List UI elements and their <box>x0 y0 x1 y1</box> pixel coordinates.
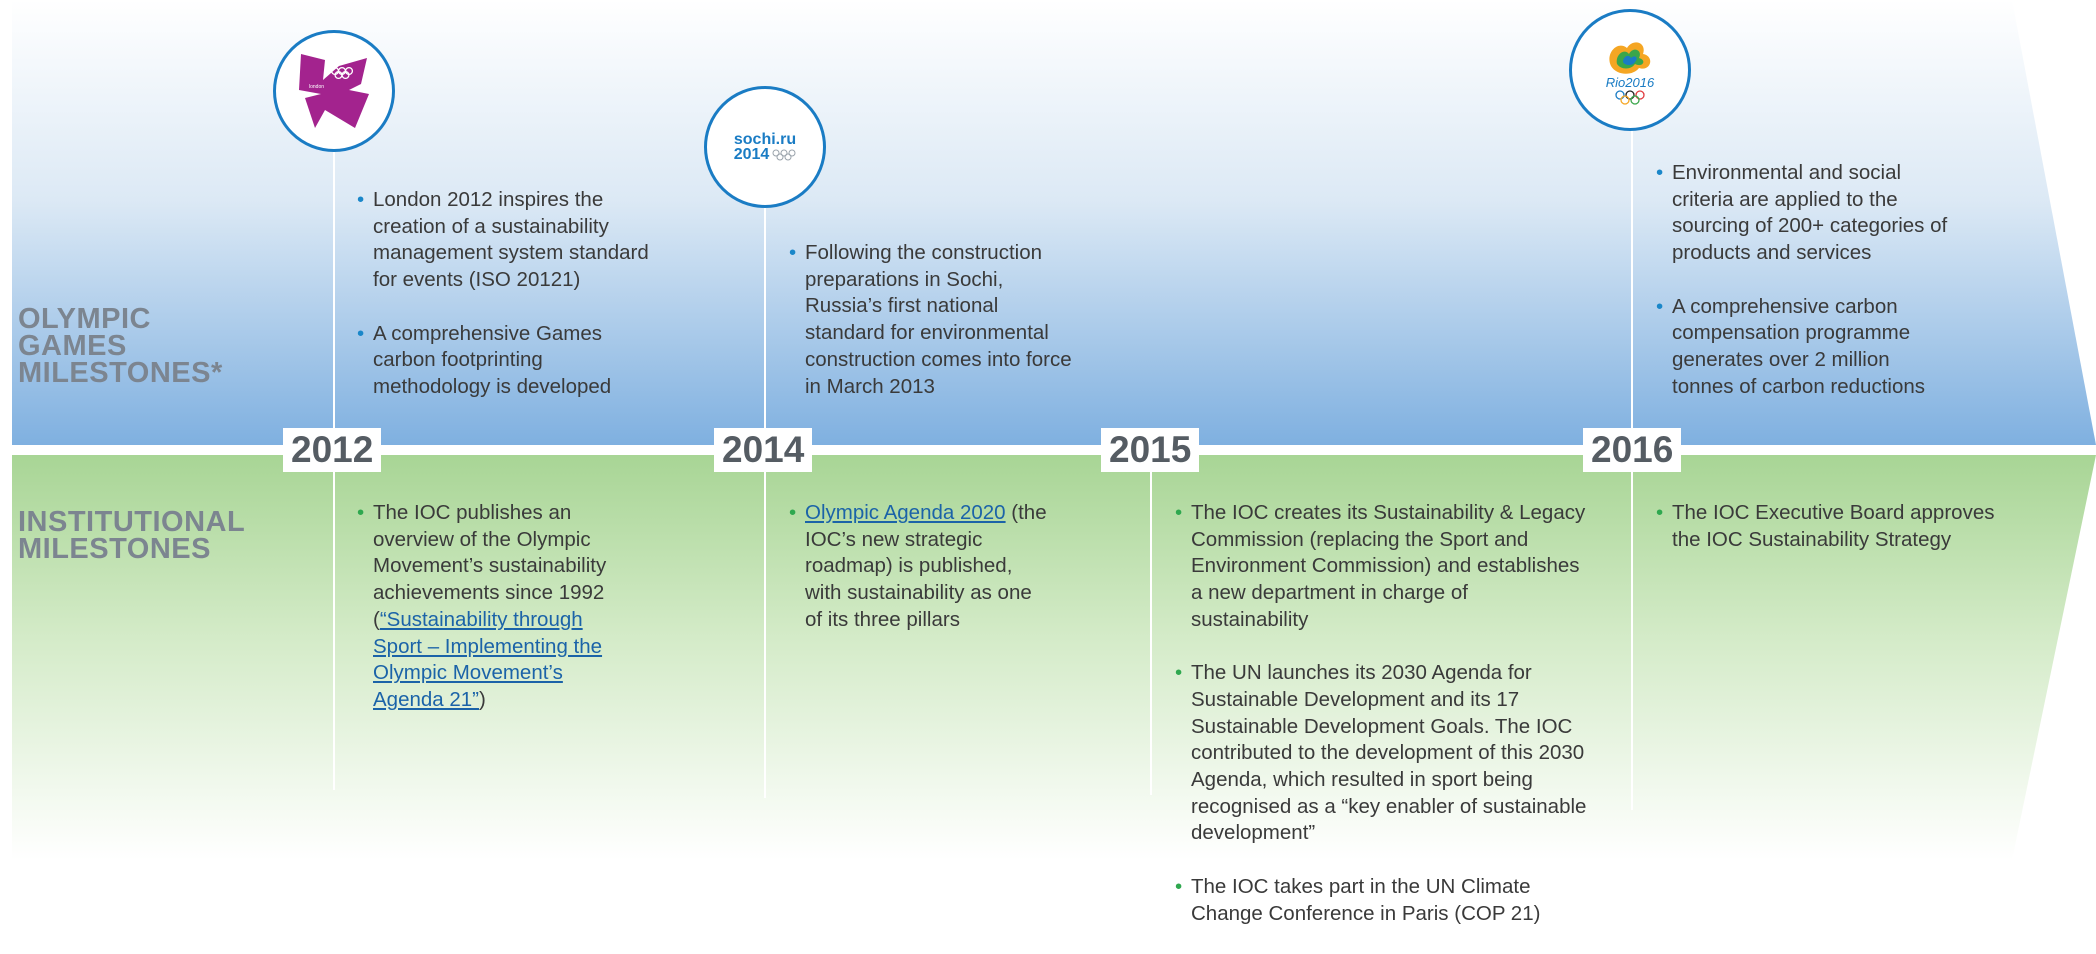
year-2016: 2016 <box>1583 428 1682 472</box>
london-2012-logo: london <box>273 30 395 152</box>
band-separator <box>12 445 2096 455</box>
year-2012: 2012 <box>283 428 382 472</box>
list-item: The IOC creates its Sustainability & Leg… <box>1175 500 1587 634</box>
svg-text:london: london <box>309 84 324 90</box>
sustainability-through-sport-link[interactable]: “Sustainability through Sport – Implemen… <box>373 607 603 711</box>
olympic-rings-icon <box>1615 89 1645 105</box>
item-text: The IOC publishes an overview of the Oly… <box>373 501 607 631</box>
sochi-year: 2014 <box>733 146 770 163</box>
row-label-line: MILESTONES <box>18 533 211 565</box>
olympic-rings-icon <box>772 149 796 160</box>
list-item: The UN launches its 2030 Agenda for Sust… <box>1175 660 1587 847</box>
list-item: London 2012 inspires the creation of a s… <box>357 187 657 294</box>
row-label-line: OLYMPIC <box>18 303 151 335</box>
item-text: ) <box>479 687 486 711</box>
olympic-agenda-2020-link[interactable]: Olympic Agenda 2020 <box>805 501 1006 524</box>
row-label-line: MILESTONES* <box>18 357 223 389</box>
list-item: The IOC publishes an overview of the Oly… <box>357 500 627 714</box>
divider-2015 <box>1150 445 1152 795</box>
olympic-row-label: OLYMPIC GAMES MILESTONES* <box>18 303 223 389</box>
rio-wordmark: Rio2016 <box>1605 74 1655 90</box>
item-text: (the IOC’s new strategic roadmap) is pub… <box>805 501 1047 631</box>
list-item: The IOC Executive Board approves the IOC… <box>1656 500 2016 553</box>
list-item: Environmental and social criteria are ap… <box>1656 160 1956 267</box>
list-item: A comprehensive Games carbon footprintin… <box>357 321 657 401</box>
sochi-2014-logo: sochi.ru 2014 <box>704 86 826 208</box>
rio-2016-logo: Rio2016 <box>1569 9 1691 131</box>
sochi-text: sochi.ru <box>733 131 797 148</box>
olympic-2012-list: London 2012 inspires the creation of a s… <box>357 187 657 427</box>
year-2014: 2014 <box>714 428 813 472</box>
list-item: A comprehensive carbon compensation prog… <box>1656 294 1956 401</box>
list-item: The IOC takes part in the UN Climate Cha… <box>1175 874 1587 927</box>
institutional-2012-list: The IOC publishes an overview of the Oly… <box>357 500 627 740</box>
institutional-2016-list: The IOC Executive Board approves the IOC… <box>1656 500 2016 580</box>
row-label-line: GAMES <box>18 330 127 362</box>
olympic-2016-list: Environmental and social criteria are ap… <box>1656 160 1956 427</box>
olympic-2014-list: Following the construction preparations … <box>789 240 1075 427</box>
rio-emblem-icon <box>1609 41 1651 74</box>
sochi-wordmark: sochi.ru 2014 <box>733 131 797 163</box>
institutional-2014-list: Olympic Agenda 2020 (the IOC’s new strat… <box>789 500 1051 660</box>
london-2012-emblem-icon: london <box>299 54 369 128</box>
year-2015: 2015 <box>1101 428 1200 472</box>
row-label-line: INSTITUTIONAL <box>18 506 246 538</box>
list-item: Following the construction preparations … <box>789 240 1075 400</box>
divider-2014 <box>764 208 766 798</box>
list-item: Olympic Agenda 2020 (the IOC’s new strat… <box>789 500 1051 634</box>
institutional-2015-list: The IOC creates its Sustainability & Leg… <box>1175 500 1587 954</box>
institutional-row-label: INSTITUTIONAL MILESTONES <box>18 506 246 565</box>
rio-emblem: Rio2016 <box>1603 36 1657 105</box>
